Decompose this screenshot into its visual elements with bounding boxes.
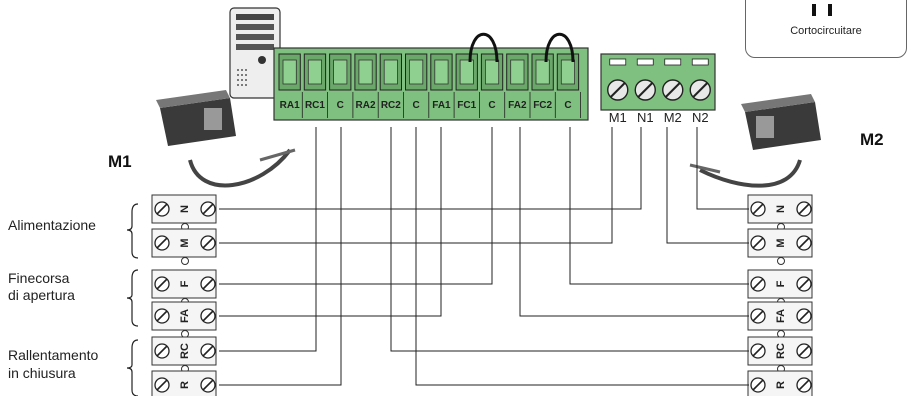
green-terminal-label: RA1	[280, 100, 300, 111]
label-limit-line1: Finecorsa	[8, 270, 70, 286]
green-terminal-3: C	[329, 53, 354, 118]
green-terminal-block: RA1 RC1 C RA2 RC2 C FA1 FC1 C FA2 FC2 C	[273, 47, 589, 121]
motor-terminal-label: FA	[179, 309, 191, 323]
motor-terminal-label: N	[179, 205, 191, 213]
green-terminal-label: RC1	[305, 100, 325, 111]
motor-terminal-row: M	[151, 228, 217, 265]
motor-label-m1: M1	[108, 152, 132, 171]
legend-text: Cortocircuitare	[790, 25, 862, 37]
green-terminal-12: C	[556, 53, 581, 118]
green-terminal-label: RC2	[381, 100, 401, 111]
motor-terminal-label: M	[775, 238, 787, 247]
motor-m2-icon	[689, 94, 821, 188]
wire-rc1-rc	[219, 127, 317, 352]
motor-terminal-label: F	[775, 280, 787, 287]
motor-terminal-row: R	[747, 370, 813, 396]
motor-terminal-label: RC	[179, 343, 191, 359]
screw-terminal-m2: M2	[662, 58, 684, 125]
legend-box: Cortocircuitare	[745, 0, 907, 58]
motor-terminal-row: M	[747, 228, 813, 265]
green-terminal-5: RC2	[379, 53, 404, 118]
motor-terminal-row: FA	[747, 301, 813, 338]
legend-jumper-icon	[812, 4, 832, 16]
screw-terminal-block: M1 N1 M2 N2	[600, 53, 716, 125]
screw-terminal-label: M2	[664, 110, 682, 125]
jumper-fc2-c	[544, 32, 575, 63]
screw-terminal-n2: N2	[689, 58, 711, 125]
green-terminal-label: C	[413, 100, 420, 111]
wire-n1-n	[219, 127, 642, 210]
green-terminal-label: FA1	[432, 100, 451, 111]
screw-terminal-label: N2	[692, 110, 709, 125]
motor-terminal-row: FA	[151, 301, 217, 338]
wire-c-r-m2	[415, 127, 749, 386]
motor-terminal-row: F	[747, 269, 813, 306]
motor-terminal-label: R	[179, 381, 191, 389]
wire-m2-m	[666, 127, 749, 244]
motor-terminal-row: RC	[747, 336, 813, 373]
motor-terminal-label: R	[775, 381, 787, 389]
jumper-fc1-c	[468, 32, 499, 63]
green-terminal-4: RA2	[354, 53, 379, 118]
green-terminal-label: RA2	[356, 100, 376, 111]
motor-terminal-label: F	[179, 280, 191, 287]
wire-fa1-fa	[219, 127, 442, 317]
green-terminal-11: FC2	[531, 53, 556, 118]
green-terminal-label: FC2	[533, 100, 552, 111]
motor-terminal-strip-m2: N M F FA RC R	[747, 194, 813, 396]
green-terminal-label: C	[564, 100, 571, 111]
green-terminal-10: FA2	[506, 53, 531, 118]
motor-terminal-row: N	[747, 194, 813, 231]
label-power: Alimentazione	[8, 217, 96, 233]
motor-terminal-row: R	[151, 370, 217, 396]
wire-fa2-fa	[519, 127, 749, 317]
wire-n2-n	[696, 127, 749, 210]
control-unit-icon	[229, 7, 281, 99]
label-slow-line1: Rallentamento	[8, 347, 99, 363]
wires	[219, 127, 749, 386]
wire-rc2-rc	[390, 127, 749, 352]
screw-terminal-m1: M1	[607, 58, 629, 125]
wire-fc1-f	[219, 127, 493, 285]
motor-label-m2: M2	[860, 130, 884, 149]
green-terminal-label: FC1	[457, 100, 476, 111]
motor-terminal-row: F	[151, 269, 217, 306]
motor-terminal-label: M	[179, 238, 191, 247]
green-terminal-6: C	[405, 53, 430, 118]
green-terminal-label: C	[488, 100, 495, 111]
wire-m1-m	[219, 127, 613, 244]
screw-terminal-n1: N1	[634, 58, 656, 125]
motor-terminal-label: N	[775, 205, 787, 213]
motor-terminal-label: FA	[775, 309, 787, 323]
green-terminal-9: C	[480, 53, 506, 118]
motor-terminal-row: N	[151, 194, 217, 231]
green-terminal-label: C	[337, 100, 344, 111]
motor-terminal-row: RC	[151, 336, 217, 373]
wire-fc2-f	[569, 127, 749, 285]
green-terminal-8: FC1	[455, 53, 480, 118]
label-slow-line2: in chiusura	[8, 365, 76, 381]
motor-m1-icon	[156, 90, 296, 188]
green-terminal-label: FA2	[508, 100, 527, 111]
green-terminal-2: RC1	[303, 53, 329, 118]
motor-terminal-strip-m1: N M F FA RC R	[151, 194, 217, 396]
green-terminal-1: RA1	[278, 53, 303, 118]
motor-terminal-label: RC	[775, 343, 787, 359]
screw-terminal-label: N1	[637, 110, 654, 125]
green-terminal-7: FA1	[430, 53, 455, 118]
wire-c-r-m1	[219, 127, 342, 386]
label-limit-line2: di apertura	[8, 287, 75, 303]
screw-terminal-label: M1	[609, 110, 627, 125]
group-brackets	[126, 203, 139, 396]
